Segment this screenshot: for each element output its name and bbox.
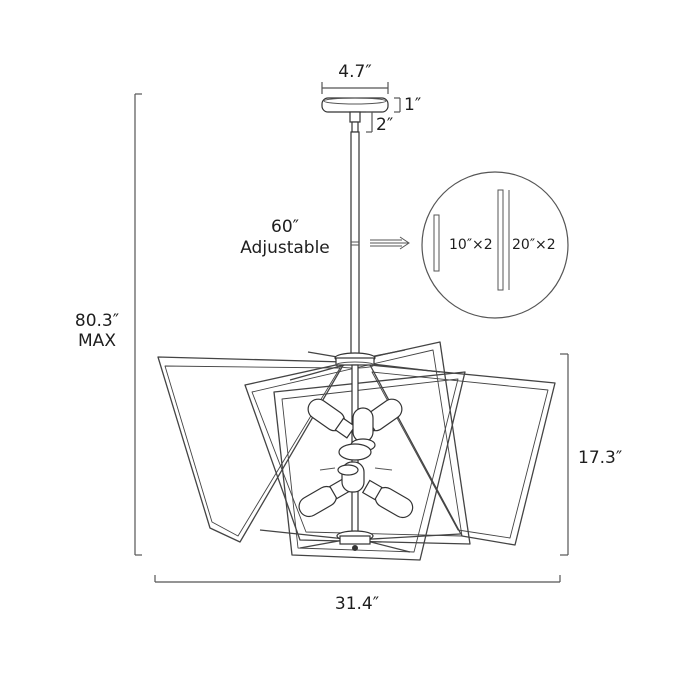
bulb-cluster: [298, 398, 414, 519]
canopy-width-label: 4.7″: [338, 62, 371, 82]
long-rod-icon: [497, 189, 510, 291]
overall-height-label: 80.3″: [75, 311, 119, 331]
short-rods-label: 10″×2: [449, 237, 493, 253]
rod-length-label: 60″: [271, 217, 299, 237]
coupling-label: 2″: [376, 115, 393, 135]
fixture-width-label: 31.4″: [335, 594, 379, 614]
bulb-lower-center: [337, 461, 365, 493]
rod-adjustable-label: Adjustable: [240, 238, 330, 258]
long-rods-label: 20″×2: [512, 237, 556, 253]
lower-hub: [336, 530, 374, 551]
chandelier-frame: [157, 341, 556, 561]
detail-arrow-icon: [370, 236, 410, 250]
bulb-upper-left: [307, 398, 356, 439]
short-rod-icon: [433, 214, 440, 272]
downrod: [350, 131, 360, 355]
coupling-dimension: 2″: [366, 111, 393, 135]
canopy-height-dimension: 1″: [394, 95, 421, 115]
middle-hub: [338, 443, 372, 461]
overall-height-max-label: MAX: [78, 331, 116, 351]
canopy: [321, 97, 389, 113]
canopy-height-label: 1″: [404, 95, 421, 115]
overall-height-dimension: [134, 93, 142, 556]
fixture-width-dimension: [154, 575, 561, 583]
fixture-height-dimension: [560, 353, 569, 556]
rod-detail-circle: 10″×2 20″×2: [421, 171, 569, 319]
canopy-width-dimension: 4.7″: [321, 62, 389, 94]
fixture-height-label: 17.3″: [578, 448, 622, 468]
coupling: [349, 111, 361, 133]
bulb-lower-right: [361, 479, 414, 519]
